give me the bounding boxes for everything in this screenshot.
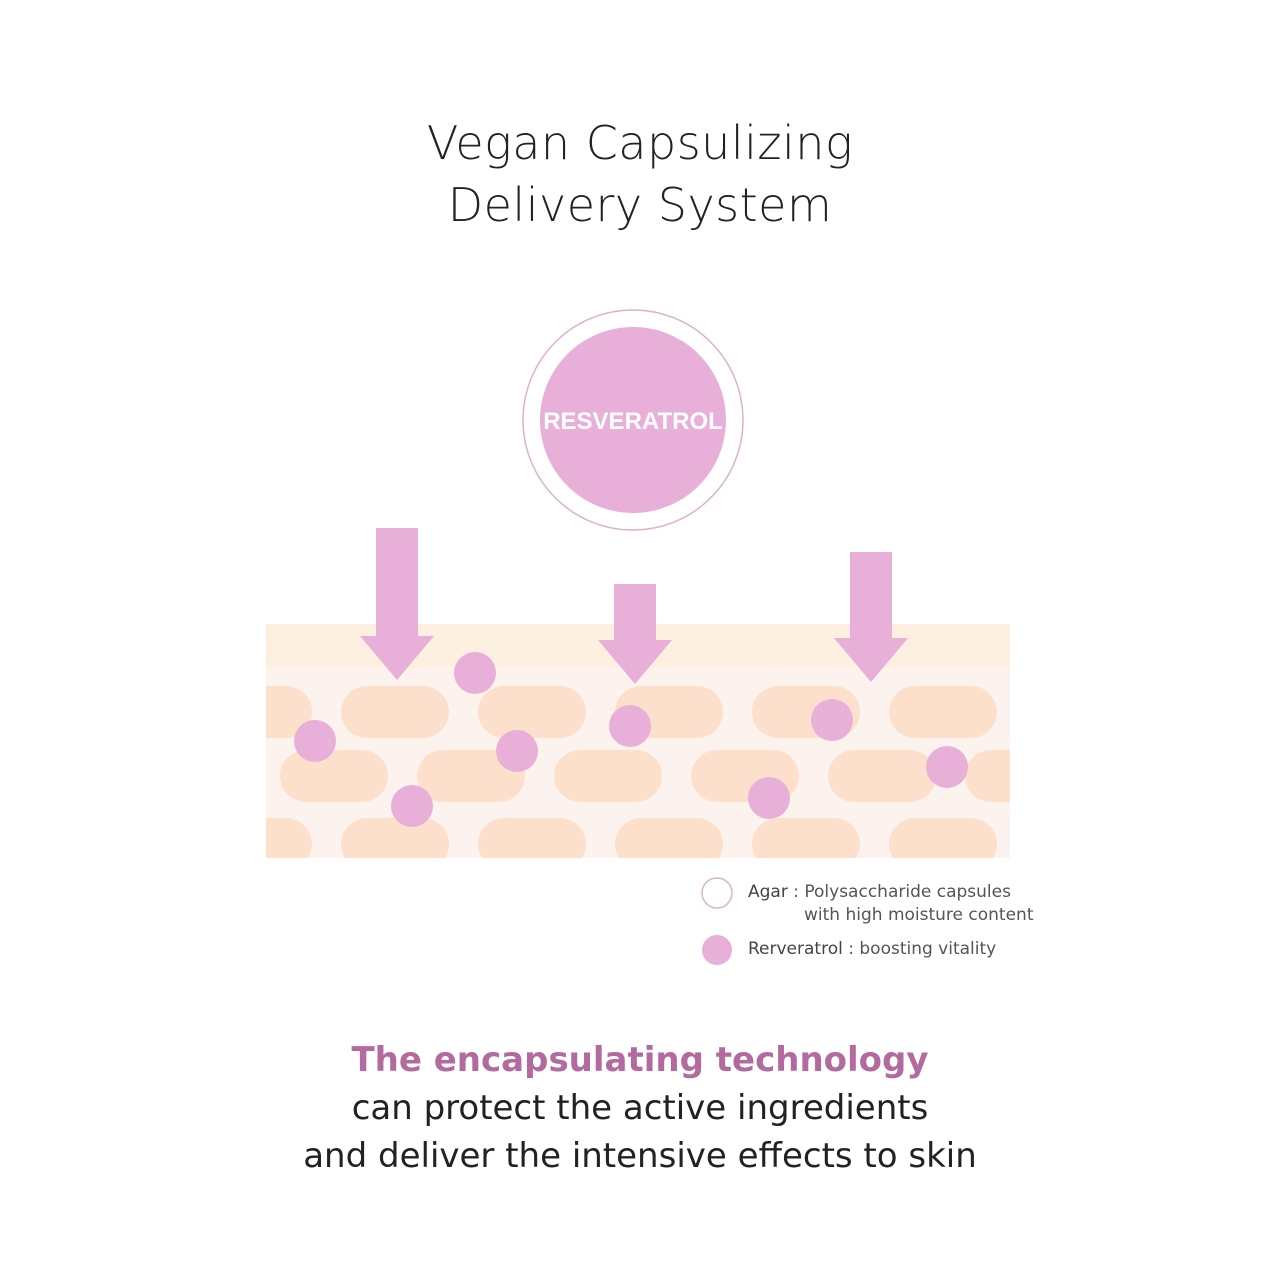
capsule-core <box>540 327 726 513</box>
resveratrol-particle <box>811 699 853 741</box>
resveratrol-particle <box>748 777 790 819</box>
resveratrol-particle <box>391 785 433 827</box>
bottom-caption: The encapsulating technology can protect… <box>303 1040 977 1176</box>
resveratrol-particle <box>454 652 496 694</box>
skin-cell <box>478 686 586 738</box>
skin-cell <box>341 686 449 738</box>
legend-resveratrol-icon <box>702 935 732 965</box>
resveratrol-particle <box>294 720 336 762</box>
skin-cell <box>554 750 662 802</box>
skin-cell <box>752 818 860 858</box>
legend-resveratrol: Rerveratrol : boosting vitality <box>748 939 997 959</box>
resveratrol-particle <box>609 705 651 747</box>
legend-agar-icon <box>701 877 733 909</box>
down-arrow-icon <box>598 584 672 684</box>
skin-cell <box>889 818 997 858</box>
skin-cell <box>266 818 312 858</box>
skin-cell <box>143 750 251 802</box>
skin-cell <box>965 750 1010 802</box>
down-arrow-icon <box>360 528 434 680</box>
page-title: Vegan Capsulizing Delivery System <box>426 116 854 232</box>
skin-cell <box>280 750 388 802</box>
skin-cell <box>889 686 997 738</box>
legend-agar: Agar : Polysaccharide capsules with high… <box>748 882 1034 925</box>
capsule-label: RESVERATROL <box>543 408 723 435</box>
resveratrol-particle <box>926 746 968 788</box>
skin-layer <box>143 624 1010 858</box>
skin-cell <box>266 686 312 738</box>
skin-cell <box>615 818 723 858</box>
down-arrow-icon <box>834 552 908 682</box>
skin-cell <box>341 818 449 858</box>
skin-cell <box>478 818 586 858</box>
skin-cell <box>828 750 936 802</box>
skin-cell <box>417 750 525 802</box>
resveratrol-particle <box>496 730 538 772</box>
